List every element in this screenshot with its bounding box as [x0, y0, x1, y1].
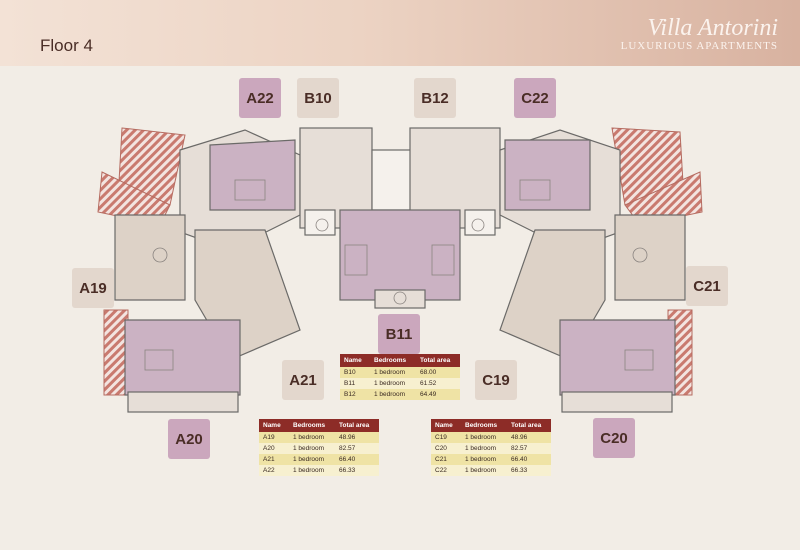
roof-left-top — [97, 127, 186, 226]
col-area: Total area — [335, 419, 379, 432]
unit-tag-b11[interactable]: B11 — [378, 314, 420, 354]
floor-plan: A22 B10 B12 C22 A19 C21 B11 A21 C19 A20 … — [0, 66, 800, 550]
area-table-c: Name Bedrooms Total area C19 1 bedroom 4… — [431, 419, 551, 476]
cell-bedrooms: 1 bedroom — [289, 454, 335, 465]
table-row: B11 1 bedroom 61.52 — [340, 378, 460, 389]
table-row: A22 1 bedroom 66.33 — [259, 465, 379, 476]
cell-area: 66.33 — [335, 465, 379, 476]
unit-tag-a20[interactable]: A20 — [168, 419, 210, 459]
unit-tag-a21[interactable]: A21 — [282, 360, 324, 400]
brand-logo: Villa Antorini LUXURIOUS APARTMENTS — [621, 16, 778, 52]
cell-name: B12 — [340, 389, 370, 400]
cell-bedrooms: 1 bedroom — [461, 443, 507, 454]
col-bedrooms: Bedrooms — [461, 419, 507, 432]
cell-name: C21 — [431, 454, 461, 465]
cell-bedrooms: 1 bedroom — [461, 465, 507, 476]
cell-area: 66.40 — [507, 454, 551, 465]
cell-bedrooms: 1 bedroom — [289, 465, 335, 476]
table-row: A20 1 bedroom 82.57 — [259, 443, 379, 454]
unit-tag-a19[interactable]: A19 — [72, 268, 114, 308]
cell-name: B10 — [340, 367, 370, 378]
table-row: B10 1 bedroom 68.00 — [340, 367, 460, 378]
furniture — [144, 179, 654, 371]
cell-area: 66.40 — [335, 454, 379, 465]
table-row: C21 1 bedroom 66.40 — [431, 454, 551, 465]
cell-bedrooms: 1 bedroom — [461, 432, 507, 443]
cell-bedrooms: 1 bedroom — [461, 454, 507, 465]
table-row: B12 1 bedroom 64.49 — [340, 389, 460, 400]
floor-plan-drawing — [97, 127, 703, 413]
brand-tagline: LUXURIOUS APARTMENTS — [620, 40, 778, 52]
cell-name: A20 — [259, 443, 289, 454]
unit-tag-c19[interactable]: C19 — [475, 360, 517, 400]
col-area: Total area — [416, 354, 460, 367]
floor-title: Floor 4 — [40, 36, 93, 55]
col-name: Name — [431, 419, 461, 432]
cell-bedrooms: 1 bedroom — [289, 432, 335, 443]
col-bedrooms: Bedrooms — [370, 354, 416, 367]
cell-name: A19 — [259, 432, 289, 443]
table-row: A21 1 bedroom 66.40 — [259, 454, 379, 465]
roof-right-top — [611, 127, 703, 226]
cell-bedrooms: 1 bedroom — [370, 389, 416, 400]
col-name: Name — [340, 354, 370, 367]
area-table-b: Name Bedrooms Total area B10 1 bedroom 6… — [340, 354, 460, 400]
page-header: Floor 4 Villa Antorini LUXURIOUS APARTME… — [0, 0, 800, 66]
table-header: Name Bedrooms Total area — [259, 419, 379, 432]
cell-area: 68.00 — [416, 367, 460, 378]
cell-area: 48.96 — [335, 432, 379, 443]
table-row: C20 1 bedroom 82.57 — [431, 443, 551, 454]
table-header: Name Bedrooms Total area — [431, 419, 551, 432]
cell-area: 82.57 — [335, 443, 379, 454]
wing-left — [114, 129, 301, 413]
unit-tag-b12[interactable]: B12 — [414, 78, 456, 118]
unit-tag-c20[interactable]: C20 — [593, 418, 635, 458]
cell-name: C20 — [431, 443, 461, 454]
cell-bedrooms: 1 bedroom — [289, 443, 335, 454]
col-area: Total area — [507, 419, 551, 432]
cell-area: 48.96 — [507, 432, 551, 443]
cell-area: 61.52 — [416, 378, 460, 389]
cell-area: 82.57 — [507, 443, 551, 454]
cell-name: A21 — [259, 454, 289, 465]
cell-area: 64.49 — [416, 389, 460, 400]
cell-name: B11 — [340, 378, 370, 389]
unit-tag-a22[interactable]: A22 — [239, 78, 281, 118]
cell-area: 66.33 — [507, 465, 551, 476]
col-name: Name — [259, 419, 289, 432]
table-header: Name Bedrooms Total area — [340, 354, 460, 367]
brand-name: Villa Antorini — [647, 15, 778, 41]
cell-name: C22 — [431, 465, 461, 476]
wing-right — [499, 129, 686, 413]
cell-name: C19 — [431, 432, 461, 443]
table-row: A19 1 bedroom 48.96 — [259, 432, 379, 443]
wing-center — [299, 127, 501, 309]
table-row: C19 1 bedroom 48.96 — [431, 432, 551, 443]
unit-tag-c22[interactable]: C22 — [514, 78, 556, 118]
cell-bedrooms: 1 bedroom — [370, 378, 416, 389]
cell-name: A22 — [259, 465, 289, 476]
unit-tag-c21[interactable]: C21 — [686, 266, 728, 306]
area-table-a: Name Bedrooms Total area A19 1 bedroom 4… — [259, 419, 379, 476]
unit-tag-b10[interactable]: B10 — [297, 78, 339, 118]
col-bedrooms: Bedrooms — [289, 419, 335, 432]
cell-bedrooms: 1 bedroom — [370, 367, 416, 378]
table-row: C22 1 bedroom 66.33 — [431, 465, 551, 476]
